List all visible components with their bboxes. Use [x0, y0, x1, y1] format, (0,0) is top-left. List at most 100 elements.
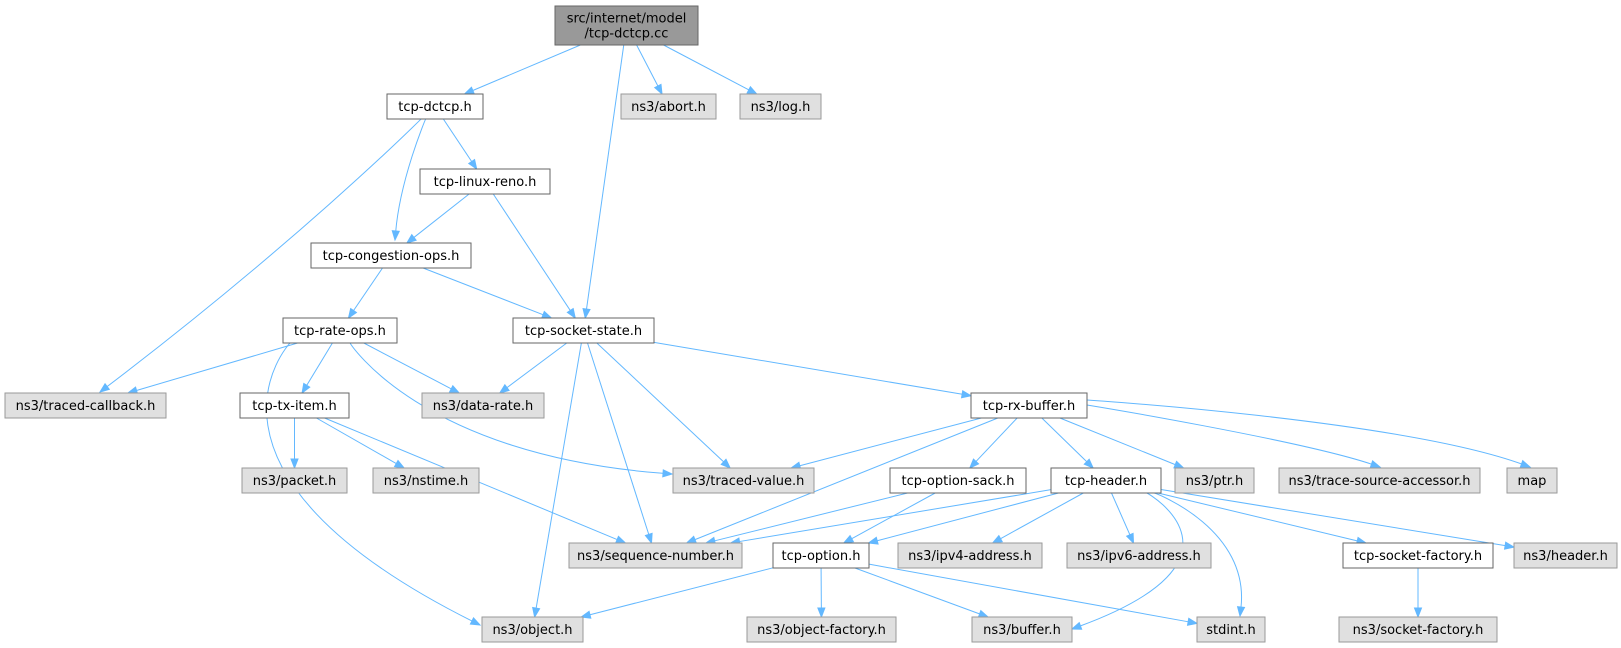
node-ns3_ipv6_address_h: ns3/ipv6-address.h	[1066, 542, 1212, 569]
node-ns3_object_factory_h: ns3/object-factory.h	[746, 616, 897, 643]
node-box	[1050, 467, 1162, 494]
node-box	[1278, 467, 1481, 494]
node-ns3_ipv4_address_h: ns3/ipv4-address.h	[897, 542, 1043, 569]
node-box	[481, 616, 584, 643]
node-box	[554, 5, 699, 46]
edge-tcp_rate_ops_h-to-ns3_object_h	[266, 342, 482, 626]
node-box	[739, 93, 822, 120]
edge-tcp_socket_state_h-to-ns3_data_rate_h	[498, 342, 568, 394]
edge-tcp_congestion_ops_h-to-tcp_rate_ops_h	[347, 267, 383, 320]
node-box	[1513, 542, 1618, 569]
node-ns3_packet_h: ns3/packet.h	[241, 467, 348, 494]
node-label: ns3/ipv4-address.h	[908, 549, 1032, 564]
node-label: ns3/traced-callback.h	[16, 399, 156, 414]
node-ns3_nstime_h: ns3/nstime.h	[372, 467, 480, 494]
edge-tcp_rx_buffer_h-to-ns3_ptr_h	[1059, 417, 1185, 469]
node-tcp_option_h[interactable]: tcp-option.h	[772, 542, 870, 569]
node-box	[889, 467, 1027, 494]
edge-tcp_option_h-to-ns3_buffer_h	[854, 567, 990, 618]
node-ns3_header_h: ns3/header.h	[1513, 542, 1618, 569]
node-tcp_header_h[interactable]: tcp-header.h	[1050, 467, 1162, 494]
edge-tcp_rx_buffer_h-to-ns3_traced_value_h	[789, 417, 982, 470]
node-label: tcp-option-sack.h	[901, 474, 1014, 489]
node-tcp_rate_ops_h[interactable]: tcp-rate-ops.h	[282, 317, 398, 344]
node-box	[971, 616, 1073, 643]
node-box	[1066, 542, 1212, 569]
edge-tcp_header_h-to-tcp_socket_factory_h	[1157, 492, 1368, 545]
node-box	[419, 168, 551, 195]
node-tcp_tx_item_h[interactable]: tcp-tx-item.h	[239, 392, 350, 419]
edge-tcp_header_h-to-stdint_h	[1153, 492, 1246, 618]
node-label: tcp-header.h	[1065, 474, 1147, 489]
node-ns3_data_rate_h: ns3/data-rate.h	[421, 392, 545, 419]
node-tcp_socket_state_h[interactable]: tcp-socket-state.h	[512, 317, 655, 344]
node-tcp_rx_buffer_h[interactable]: tcp-rx-buffer.h	[970, 392, 1088, 419]
edge-tcp_rate_ops_h-to-ns3_traced_value_h	[349, 342, 674, 478]
edge-tcp_socket_state_h-to-ns3_sequence_number_h	[587, 342, 653, 545]
node-box	[4, 392, 167, 419]
edge-tcp_header_h-to-ns3_buffer_h	[1070, 492, 1184, 630]
edge-tcp_dctcp_h-to-ns3_traced_callback_h	[98, 118, 422, 393]
node-label: ns3/log.h	[751, 100, 811, 115]
node-label: ns3/header.h	[1523, 549, 1608, 564]
node-box	[1506, 467, 1558, 494]
edge-tcp_option_sack_h-to-tcp_option_h	[842, 492, 936, 544]
edge-tcp_option_h-to-ns3_object_h	[579, 567, 774, 619]
node-box	[241, 467, 348, 494]
node-box	[239, 392, 350, 419]
node-label: ns3/ipv6-address.h	[1077, 549, 1201, 564]
node-label: tcp-congestion-ops.h	[323, 249, 460, 264]
edge-root-to-tcp_socket_state_h	[582, 44, 625, 320]
node-label: tcp-socket-state.h	[525, 324, 642, 339]
edge-root-to-ns3_abort_h	[636, 44, 663, 96]
node-label: tcp-linux-reno.h	[434, 175, 537, 190]
node-tcp_congestion_ops_h[interactable]: tcp-congestion-ops.h	[310, 242, 472, 269]
node-box	[1342, 542, 1494, 569]
node-label: ns3/buffer.h	[983, 623, 1061, 638]
node-label: ns3/object-factory.h	[757, 623, 886, 638]
node-label: tcp-option.h	[782, 549, 861, 564]
node-label: tcp-tx-item.h	[252, 399, 336, 414]
node-label: map	[1518, 474, 1547, 489]
edge-tcp_header_h-to-ns3_ipv4_address_h	[991, 492, 1084, 544]
node-label: ns3/packet.h	[253, 474, 337, 489]
node-label: ns3/object.h	[492, 623, 572, 638]
node-box	[620, 93, 717, 120]
node-box	[672, 467, 815, 494]
node-box	[772, 542, 870, 569]
node-box	[746, 616, 897, 643]
node-label: tcp-rx-buffer.h	[983, 399, 1076, 414]
node-label: ns3/trace-source-accessor.h	[1288, 474, 1470, 489]
node-box	[970, 392, 1088, 419]
node-box	[372, 467, 480, 494]
node-label: ns3/ptr.h	[1186, 474, 1244, 489]
node-label: /tcp-dctcp.cc	[585, 27, 669, 42]
node-label: ns3/data-rate.h	[433, 399, 533, 414]
node-box	[310, 242, 472, 269]
edge-tcp_linux_reno_h-to-tcp_socket_state_h	[492, 193, 576, 320]
node-tcp_linux_reno_h[interactable]: tcp-linux-reno.h	[419, 168, 551, 195]
edge-tcp_rx_buffer_h-to-tcp_header_h	[1041, 417, 1095, 469]
edge-tcp_option_h-to-stdint_h	[868, 563, 1199, 626]
node-label: ns3/socket-factory.h	[1353, 623, 1484, 638]
edge-tcp_header_h-to-ns3_header_h	[1160, 488, 1516, 550]
node-label: tcp-socket-factory.h	[1354, 549, 1482, 564]
edge-tcp_tx_item_h-to-ns3_packet_h	[290, 418, 299, 470]
node-box	[512, 317, 655, 344]
node-ns3_abort_h: ns3/abort.h	[620, 93, 717, 120]
node-tcp_dctcp_h[interactable]: tcp-dctcp.h	[386, 93, 484, 120]
node-box	[421, 392, 545, 419]
node-box	[282, 317, 398, 344]
node-label: src/internet/model	[567, 12, 687, 27]
edge-tcp_socket_state_h-to-tcp_rx_buffer_h	[653, 341, 973, 399]
node-tcp_option_sack_h[interactable]: tcp-option-sack.h	[889, 467, 1027, 494]
node-ns3_traced_callback_h: ns3/traced-callback.h	[4, 392, 167, 419]
edge-tcp_linux_reno_h-to-tcp_congestion_ops_h	[405, 193, 470, 244]
edge-tcp_rx_buffer_h-to-tcp_option_sack_h	[968, 417, 1018, 470]
edge-tcp_socket_state_h-to-ns3_traced_value_h	[596, 342, 732, 469]
node-tcp_socket_factory_h[interactable]: tcp-socket-factory.h	[1342, 542, 1494, 569]
nodes-layer: src/internet/model/tcp-dctcp.cc tcp-dctcp…	[4, 5, 1618, 643]
edge-root-to-tcp_dctcp_h	[463, 44, 581, 95]
node-label: ns3/abort.h	[631, 100, 706, 115]
node-box	[568, 542, 743, 569]
